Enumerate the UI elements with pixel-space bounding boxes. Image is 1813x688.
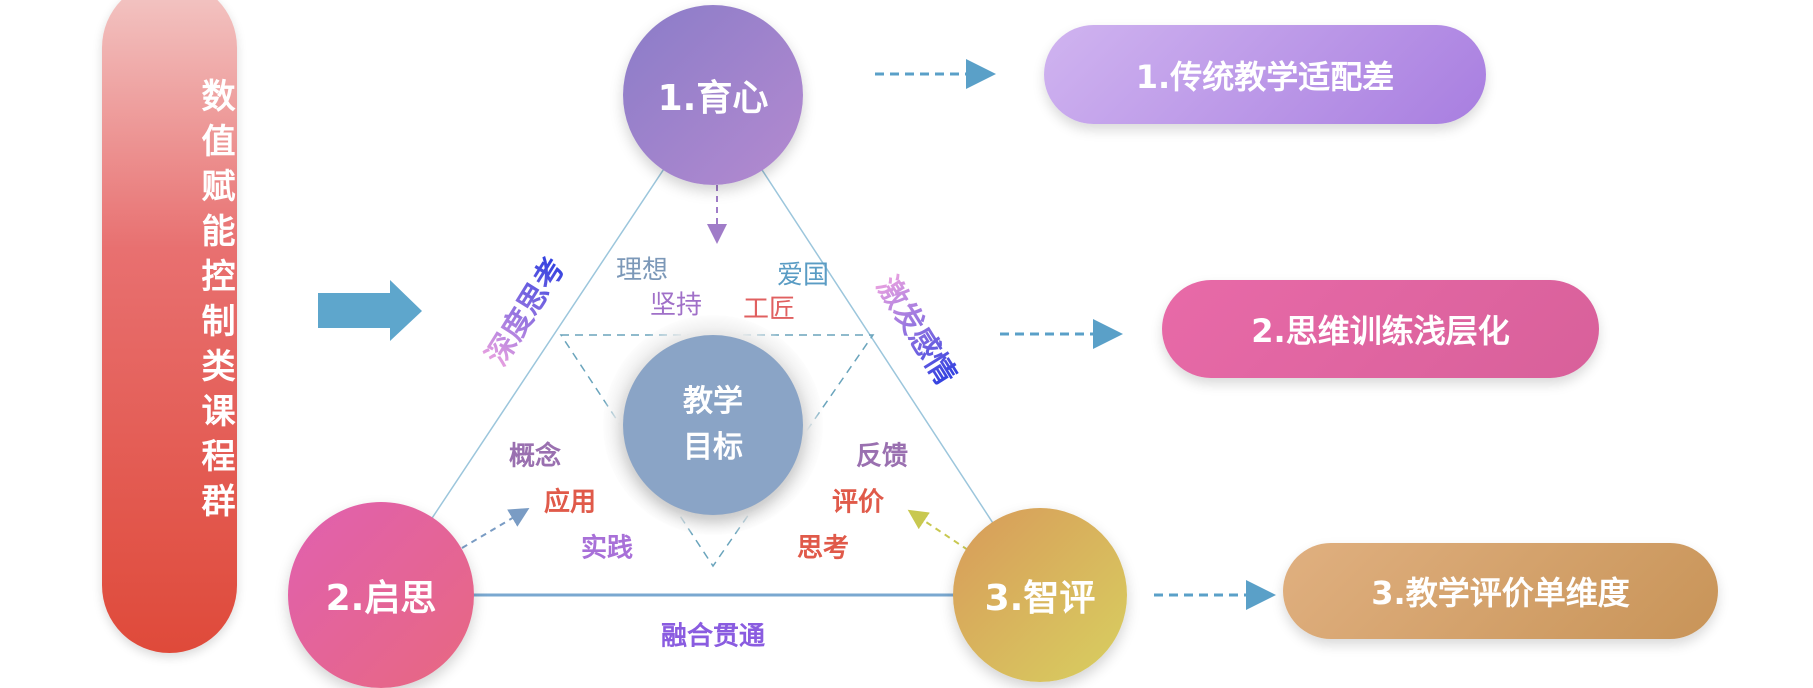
node-top-label: 1.育心: [657, 78, 769, 119]
center-label-1: 教学: [683, 384, 743, 419]
center-label-2: 目标: [683, 430, 743, 465]
node-top: 1.育心: [623, 5, 803, 185]
arrow-right-inward: [907, 509, 969, 551]
problem-2: 2.思维训练浅层化: [1162, 280, 1599, 378]
word-concept: 概念: [508, 441, 562, 472]
node-right-label: 3.智评: [984, 578, 1096, 619]
word-ideal: 理想: [615, 255, 669, 286]
node-left-label: 2.启思: [325, 578, 437, 619]
course-group-title: 数值赋能控制类课程群: [195, 78, 235, 528]
problem-1: 1.传统教学适配差: [1044, 25, 1486, 124]
course-group-banner: 数值赋能控制类课程群: [102, 0, 237, 653]
node-right: 3.智评: [953, 508, 1127, 682]
blue-arrow: [318, 280, 422, 341]
problem-1-label: 1.传统教学适配差: [1135, 57, 1395, 96]
word-patriotism: 爱国: [776, 260, 830, 291]
edge-bottom-label: 融合贯通: [660, 621, 766, 652]
word-application: 应用: [543, 487, 597, 518]
node-left: 2.启思: [288, 502, 474, 688]
word-thinking: 思考: [796, 533, 850, 564]
word-persistence: 坚持: [649, 290, 703, 321]
problem-3-label: 3.教学评价单维度: [1371, 574, 1630, 612]
word-feedback: 反馈: [855, 441, 909, 472]
problem-2-label: 2.思维训练浅层化: [1251, 312, 1510, 350]
word-practice: 实践: [580, 533, 634, 564]
arrow-left-inward: [461, 507, 530, 549]
word-evaluation: 评价: [831, 487, 885, 518]
problem-3: 3.教学评价单维度: [1283, 543, 1718, 639]
word-craftsman: 工匠: [742, 294, 796, 325]
center-teaching-goal: 教学 目标: [623, 335, 803, 515]
